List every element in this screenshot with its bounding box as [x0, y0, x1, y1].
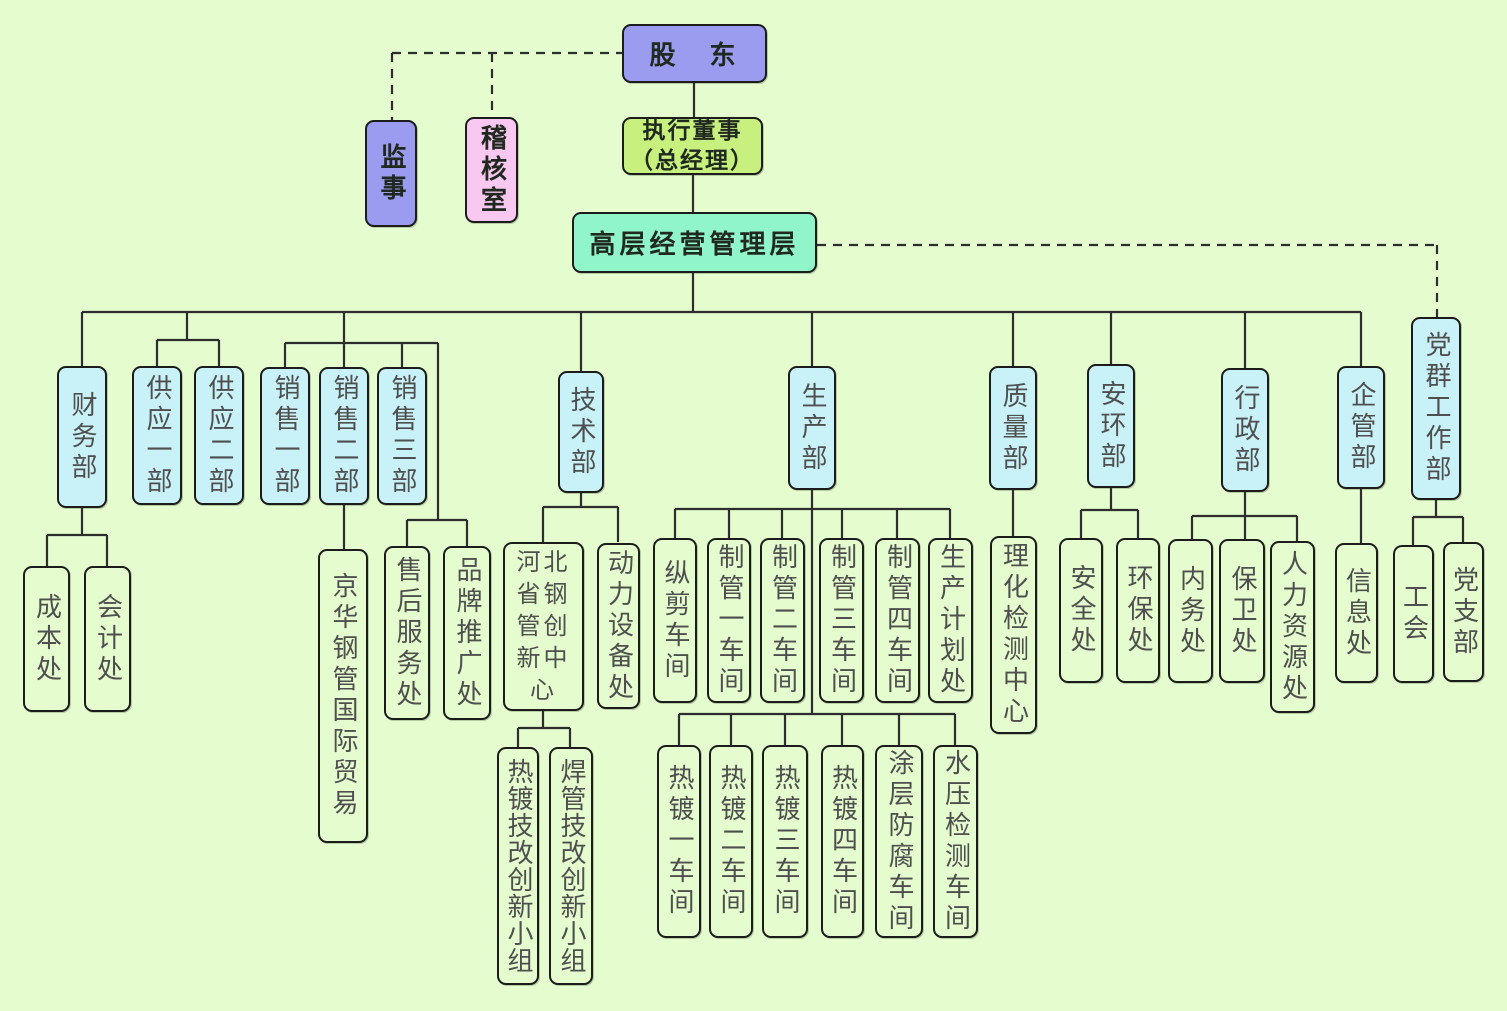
org-node-executive-director: 执行董事 （总经理）	[622, 117, 763, 175]
org-node-sales-dept-3: 销售三部	[377, 367, 427, 505]
org-node-accounting-office: 会计处	[84, 566, 131, 712]
org-node-hebei-innovation-center: 河北省钢管创新中心	[503, 542, 584, 711]
org-node-production-dept: 生产部	[788, 366, 836, 490]
org-node-power-equipment-office: 动力设备处	[597, 543, 640, 709]
org-node-galvanizing-workshop-1: 热镀一车间	[657, 745, 701, 938]
org-node-labor-union: 工会	[1393, 545, 1434, 683]
org-node-cost-office: 成本处	[23, 566, 70, 712]
solid-connectors	[45, 83, 1465, 747]
org-node-hr-office: 人力资源处	[1270, 541, 1315, 713]
dashed-connectors	[390, 51, 1439, 317]
org-node-audit-office: 稽核室	[465, 117, 518, 223]
org-node-admin-dept: 行政部	[1221, 368, 1269, 492]
org-node-hydraulic-test-workshop: 水压检测车间	[933, 745, 978, 938]
org-node-supervisor: 监事	[365, 120, 417, 227]
org-node-slitting-workshop: 纵剪车间	[653, 538, 697, 703]
org-node-tech-dept: 技术部	[558, 371, 604, 493]
org-node-sales-dept-2: 销售二部	[319, 367, 369, 505]
org-node-information-office: 信息处	[1335, 543, 1378, 683]
org-node-safety-office: 安全处	[1059, 538, 1103, 683]
org-node-pipe-workshop-1: 制管一车间	[707, 538, 751, 703]
org-node-welded-pipe-innovation-team: 焊管技改创新小组	[549, 747, 593, 985]
org-node-senior-management: 高层经营管理层	[572, 212, 817, 273]
org-node-quality-dept: 质量部	[989, 366, 1037, 490]
org-node-supply-dept-1: 供应一部	[132, 366, 182, 505]
org-node-enterprise-mgmt-dept: 企管部	[1337, 366, 1385, 489]
org-node-jinghua-intl-trade: 京华钢管国际贸易	[318, 549, 368, 843]
org-node-sales-dept-1: 销售一部	[260, 367, 310, 505]
org-node-pipe-workshop-2: 制管二车间	[760, 538, 805, 703]
org-node-security-office: 保卫处	[1219, 539, 1265, 683]
org-node-pipe-workshop-4: 制管四车间	[875, 538, 920, 703]
org-node-after-sales-office: 售后服务处	[384, 546, 430, 720]
org-node-pipe-workshop-3: 制管三车间	[819, 538, 864, 703]
org-node-coating-anticorrosion-workshop: 涂层防腐车间	[875, 745, 923, 938]
org-node-safety-env-dept: 安环部	[1087, 364, 1135, 488]
org-node-galvanizing-workshop-2: 热镀二车间	[709, 745, 753, 938]
org-node-internal-affairs-office: 内务处	[1168, 539, 1213, 683]
org-node-supply-dept-2: 供应二部	[194, 366, 244, 505]
org-node-finance-dept: 财务部	[57, 366, 107, 508]
org-node-party-branch: 党支部	[1443, 542, 1484, 682]
org-node-party-mass-work-dept: 党群工作部	[1411, 317, 1461, 500]
org-node-shareholders: 股 东	[622, 24, 767, 83]
org-node-galvanizing-workshop-4: 热镀四车间	[821, 745, 864, 938]
org-node-env-protection-office: 环保处	[1116, 538, 1160, 683]
org-node-brand-promotion-office: 品牌推广处	[443, 546, 491, 720]
org-node-hot-dip-innovation-team: 热镀技改创新小组	[497, 747, 539, 985]
org-node-galvanizing-workshop-3: 热镀三车间	[762, 745, 808, 938]
org-node-physchem-test-center: 理化检测中心	[990, 536, 1037, 734]
org-node-production-planning-office: 生产计划处	[928, 538, 973, 703]
